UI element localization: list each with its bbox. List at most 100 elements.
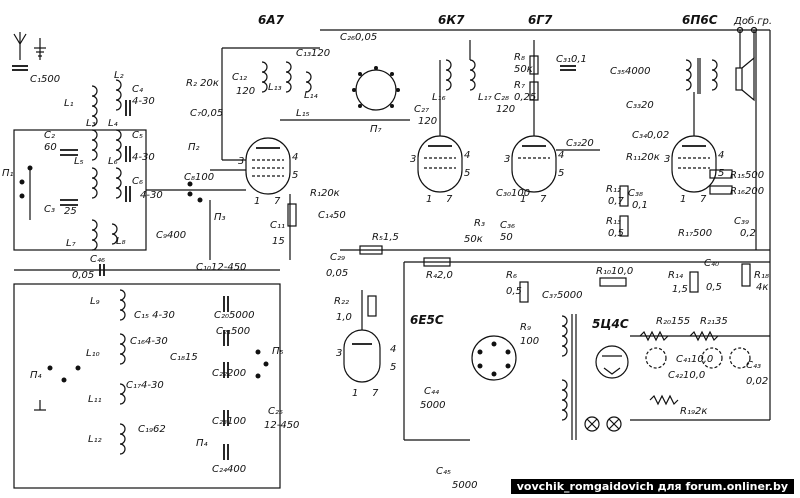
label-tube-6g7: 6Г7 bbox=[528, 13, 553, 27]
label-r7: R₇ bbox=[514, 80, 525, 91]
label-c42: С₄₂10,0 bbox=[668, 370, 705, 381]
label-l10: L₁₀ bbox=[86, 348, 100, 359]
label-c16: С₁₆4-30 bbox=[130, 336, 168, 347]
label-c11: С₁₁ bbox=[270, 220, 285, 231]
tube-6a7 bbox=[245, 137, 291, 195]
label-r9v: 100 bbox=[520, 336, 539, 347]
label-r7v: 0,25 bbox=[514, 92, 536, 103]
tube-pin-number: 1 bbox=[254, 196, 260, 207]
label-c11v: 15 bbox=[272, 236, 285, 247]
if-transformer bbox=[439, 40, 476, 136]
label-c26: С₂₆0,05 bbox=[340, 32, 377, 43]
label-c3v: 25 bbox=[64, 206, 77, 217]
tube-pin-number: 7 bbox=[446, 194, 453, 205]
label-tube-6a7: 6А7 bbox=[258, 13, 285, 27]
label-p4b: П₄ bbox=[196, 438, 208, 449]
band2-box bbox=[13, 283, 281, 489]
mid-rail bbox=[340, 245, 770, 303]
label-c29: С₂₉ bbox=[330, 252, 345, 263]
label-c24: С₂₄400 bbox=[212, 464, 246, 475]
label-c45: С₄₅ bbox=[436, 466, 451, 477]
label-c4v: 4-30 bbox=[132, 96, 155, 107]
tube-pin-number: 4 bbox=[292, 152, 298, 163]
label-r1: R₁20к bbox=[310, 188, 340, 199]
tube-6k7 bbox=[417, 135, 463, 193]
band1-wiring bbox=[13, 100, 280, 276]
label-l3: L₃ bbox=[86, 118, 96, 129]
tube-5c4s bbox=[595, 345, 629, 379]
label-c13: С₁₃120 bbox=[296, 48, 330, 59]
label-ext-speaker: Доб.гр. bbox=[733, 15, 772, 27]
label-r10: R₁₀10,0 bbox=[596, 266, 633, 277]
label-l6: L₆ bbox=[108, 156, 118, 167]
label-c10: С₁₀12-450 bbox=[196, 262, 246, 273]
label-c40v: 0,5 bbox=[706, 282, 722, 293]
label-c2: С₂ bbox=[44, 130, 55, 141]
label-c22: С₂₂200 bbox=[212, 368, 246, 379]
label-tube-6k7: 6К7 bbox=[438, 13, 465, 27]
band-switch-p7 bbox=[352, 66, 400, 111]
label-r13: R₁₃ bbox=[606, 216, 621, 227]
label-c44v: 5000 bbox=[420, 400, 445, 411]
label-l17: L₁₇ bbox=[478, 92, 492, 103]
label-c34: С₃₄0,02 bbox=[632, 130, 669, 141]
label-c38v: 0,1 bbox=[632, 200, 648, 211]
label-r5: R₅1,5 bbox=[372, 232, 399, 243]
label-c43: С₄₃ bbox=[746, 360, 761, 371]
tube-pin-number: 5 bbox=[464, 168, 470, 179]
label-tube-6e5s: 6Е5С bbox=[410, 313, 444, 327]
output-wiring bbox=[320, 29, 771, 290]
label-c46: С₄₆ bbox=[90, 254, 105, 265]
label-c17: С₁₇4-30 bbox=[126, 380, 164, 391]
label-tube-6p6s: 6П6С bbox=[682, 13, 718, 27]
filter-wiring bbox=[403, 262, 771, 441]
tube-pin-number: 3 bbox=[504, 154, 510, 165]
mixer-wiring bbox=[180, 47, 410, 260]
label-l1: L₁ bbox=[64, 98, 74, 109]
label-c35: С₃₅4000 bbox=[610, 66, 650, 77]
label-c18: С₁₈15 bbox=[170, 352, 198, 363]
label-c33: С₃₃20 bbox=[626, 100, 654, 111]
tube-pin-number: 7 bbox=[274, 196, 281, 207]
label-r3v: 50к bbox=[464, 234, 483, 245]
label-r8: R₈ bbox=[514, 52, 525, 63]
label-r22: R₂₂ bbox=[334, 296, 349, 307]
label-c37: С₃₇5000 bbox=[542, 290, 582, 301]
tube-pin-number: 1 bbox=[680, 194, 686, 205]
tube-pin-number: 5 bbox=[292, 170, 298, 181]
coil-l2 bbox=[115, 79, 122, 111]
label-p4: П₄ bbox=[30, 370, 42, 381]
label-p1: П₁ bbox=[2, 168, 14, 179]
label-c41: С₄₁10,0 bbox=[676, 354, 713, 365]
label-r18v: 4к bbox=[756, 282, 768, 293]
label-r12: R₁₂ bbox=[606, 184, 621, 195]
label-r11: R₁₁20к bbox=[626, 152, 660, 163]
label-c8: С₈100 bbox=[184, 172, 214, 183]
label-l14: L₁₄ bbox=[304, 90, 318, 101]
label-c39v: 0,2 bbox=[740, 228, 756, 239]
tube-pin-number: 3 bbox=[664, 154, 670, 165]
tube-pin-number: 4 bbox=[464, 150, 470, 161]
tube-pin-number: 3 bbox=[410, 154, 416, 165]
label-c2v: 60 bbox=[44, 142, 57, 153]
watermark: vovchik_romgaidovich для forum.onliner.b… bbox=[510, 479, 794, 494]
label-l4: L₄ bbox=[108, 118, 118, 129]
label-r12v: 0,7 bbox=[608, 196, 625, 207]
label-p7: П₇ bbox=[370, 124, 382, 135]
label-p3: П₃ bbox=[214, 212, 226, 223]
label-c21: С₂₁500 bbox=[216, 326, 250, 337]
label-c30: С₃₀100 bbox=[496, 188, 530, 199]
label-p2: П₂ bbox=[188, 142, 200, 153]
power-transformer bbox=[471, 314, 577, 440]
label-c27: С₂₇ bbox=[414, 104, 429, 115]
label-r17: R₁₇500 bbox=[678, 228, 712, 239]
tube-pin-number: 7 bbox=[700, 194, 707, 205]
coil-l1 bbox=[91, 85, 98, 127]
tube-6e5s bbox=[343, 290, 381, 383]
label-l16: L₁₆ bbox=[432, 92, 446, 103]
label-r18: R₁₈ bbox=[754, 270, 769, 281]
label-c27v: 120 bbox=[418, 116, 437, 127]
label-c32: С₃₂20 bbox=[566, 138, 594, 149]
tube-pin-number: 7 bbox=[372, 388, 379, 399]
